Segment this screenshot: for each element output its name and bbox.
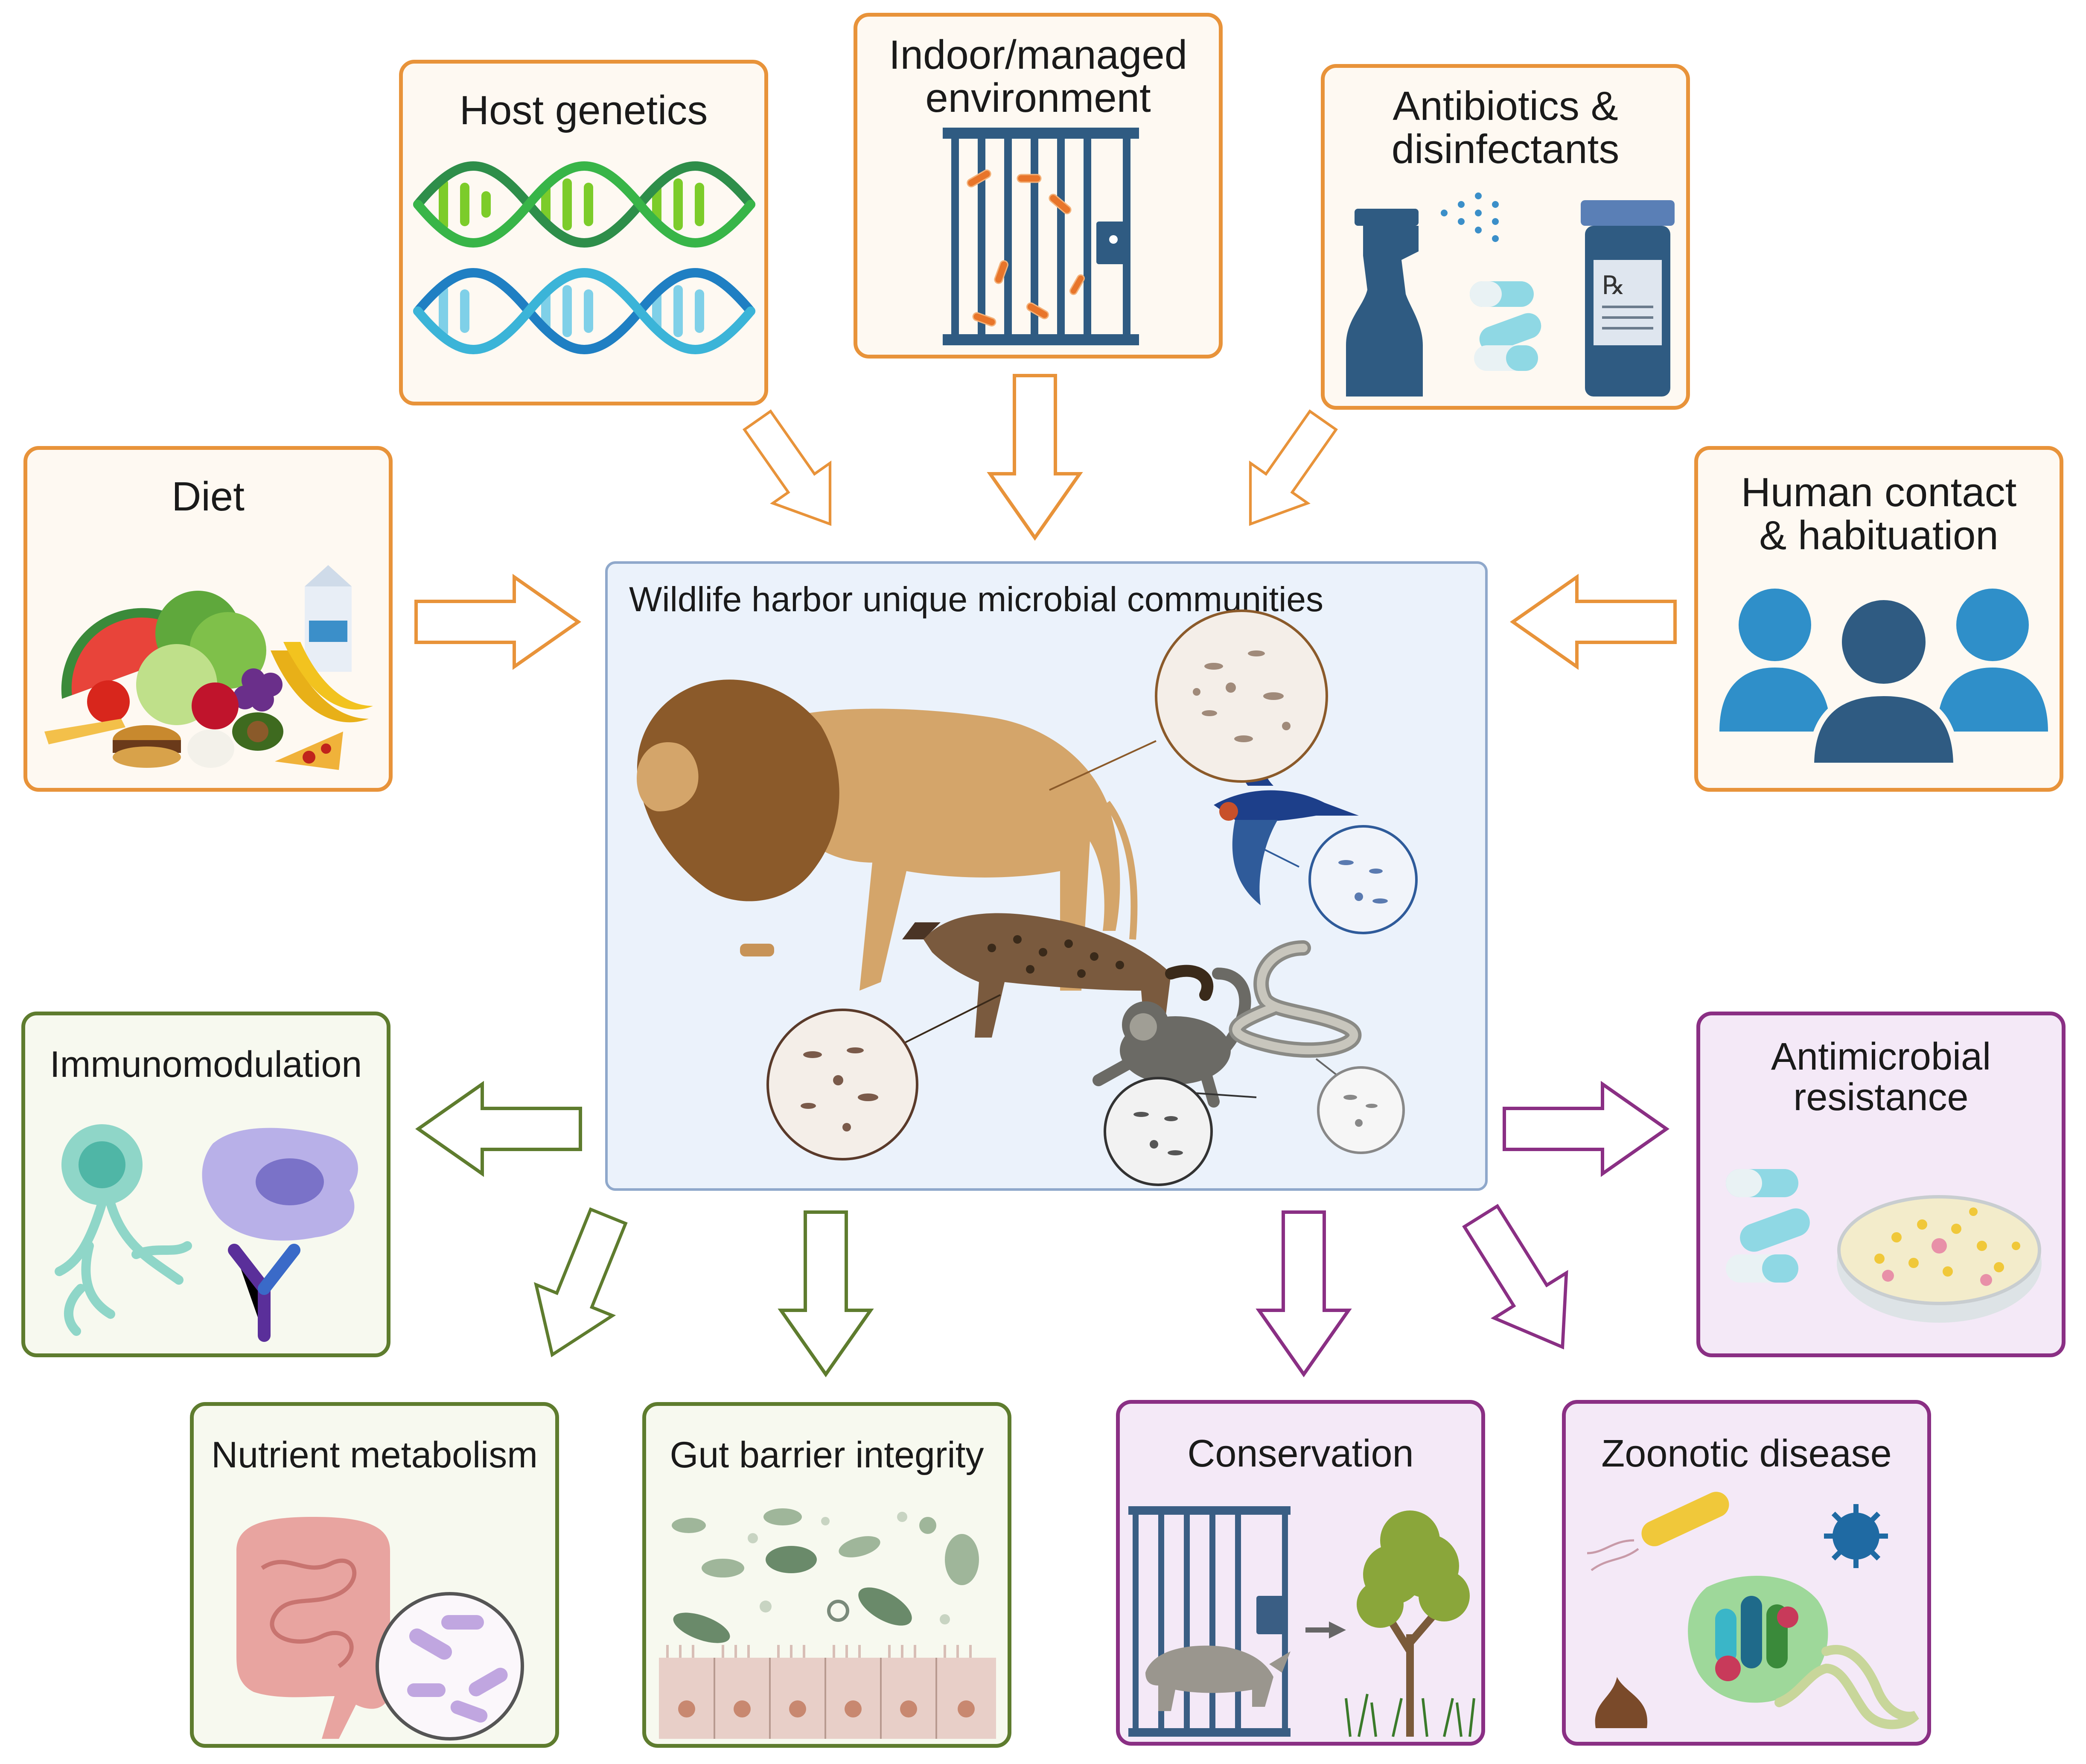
dna-icon [413, 161, 755, 354]
host-genetics-title: Host genetics [459, 87, 708, 133]
arrow-zoonotic-disease [1445, 1194, 1598, 1370]
diet-title: Diet [172, 474, 245, 519]
arrow-gut-barrier [781, 1212, 871, 1374]
antimicrobial-resistance-title: Antimicrobial resistance [1771, 1035, 1991, 1119]
microbe-lens-hyena [766, 1009, 918, 1160]
gut-barrier-box: Gut barrier integrity [642, 1402, 1011, 1748]
zoonotic-disease-title: Zoonotic disease [1601, 1432, 1892, 1475]
hyena-icon [902, 913, 1214, 1042]
pills-petri-dish-icon [1726, 1169, 2042, 1323]
immunomodulation-title: Immunomodulation [50, 1044, 362, 1085]
arrow-antimicrobial-resistance [1504, 1084, 1666, 1174]
conservation-title: Conservation [1187, 1432, 1414, 1475]
lion-icon [637, 679, 1157, 991]
antibiotics-title: Antibiotics & disinfectants [1391, 83, 1620, 172]
indoor-environment-box: Indoor/managed environment [854, 13, 1223, 359]
indoor-environment-title: Indoor/managed environment [889, 32, 1188, 121]
spray-bottle-pills-icon: ℞ [1346, 192, 1675, 397]
arrow-antibiotics [1222, 400, 1352, 544]
food-icon [44, 565, 373, 770]
nutrient-metabolism-title: Nutrient metabolism [211, 1435, 538, 1475]
immune-cells-antibody-icon [55, 1124, 358, 1342]
microbe-lens-lion [1155, 609, 1328, 783]
cage-with-bacteria-icon [943, 128, 1139, 345]
human-contact-title: Human contact & habituation [1741, 469, 2017, 558]
svg-text:℞: ℞ [1602, 271, 1625, 300]
pathogens-icon [1587, 1492, 1919, 1729]
gut-barrier-title: Gut barrier integrity [670, 1435, 984, 1475]
arrow-nutrient-metabolism [514, 1201, 646, 1370]
arrow-diet [416, 577, 578, 667]
people-icon [1719, 589, 2048, 769]
microbe-lens-monkey [1104, 1077, 1213, 1186]
wildlife-animals-illustration [637, 609, 1418, 1186]
microbe-lens-snake [1317, 1066, 1405, 1154]
antimicrobial-resistance-box: Antimicrobial resistance [1696, 1012, 2066, 1357]
arrow-human-contact [1513, 577, 1675, 667]
host-genetics-box: Host genetics [399, 60, 768, 405]
zoonotic-disease-box: Zoonotic disease [1562, 1400, 1931, 1746]
arrow-indoor-environment [990, 376, 1080, 538]
arrow-conservation [1259, 1212, 1349, 1374]
intestine-icon [236, 1517, 524, 1741]
antibiotics-box: Antibiotics & disinfectants ℞ [1321, 64, 1690, 410]
nutrient-metabolism-box: Nutrient metabolism [190, 1402, 559, 1748]
snake-icon [1229, 940, 1362, 1058]
diet-box: Diet [23, 446, 393, 792]
human-contact-box: Human contact & habituation [1694, 446, 2063, 792]
arrow-immunomodulation [418, 1084, 580, 1174]
immunomodulation-box: Immunomodulation [21, 1012, 390, 1357]
arrow-host-genetics [729, 400, 859, 544]
microbe-lens-swallow [1308, 825, 1418, 934]
gut-epithelium-microbes-icon [659, 1508, 996, 1739]
rhino-release-icon [1128, 1506, 1475, 1737]
wildlife-center-box: Wildlife harbor unique microbial communi… [605, 561, 1488, 1191]
conservation-box: Conservation [1116, 1400, 1485, 1746]
